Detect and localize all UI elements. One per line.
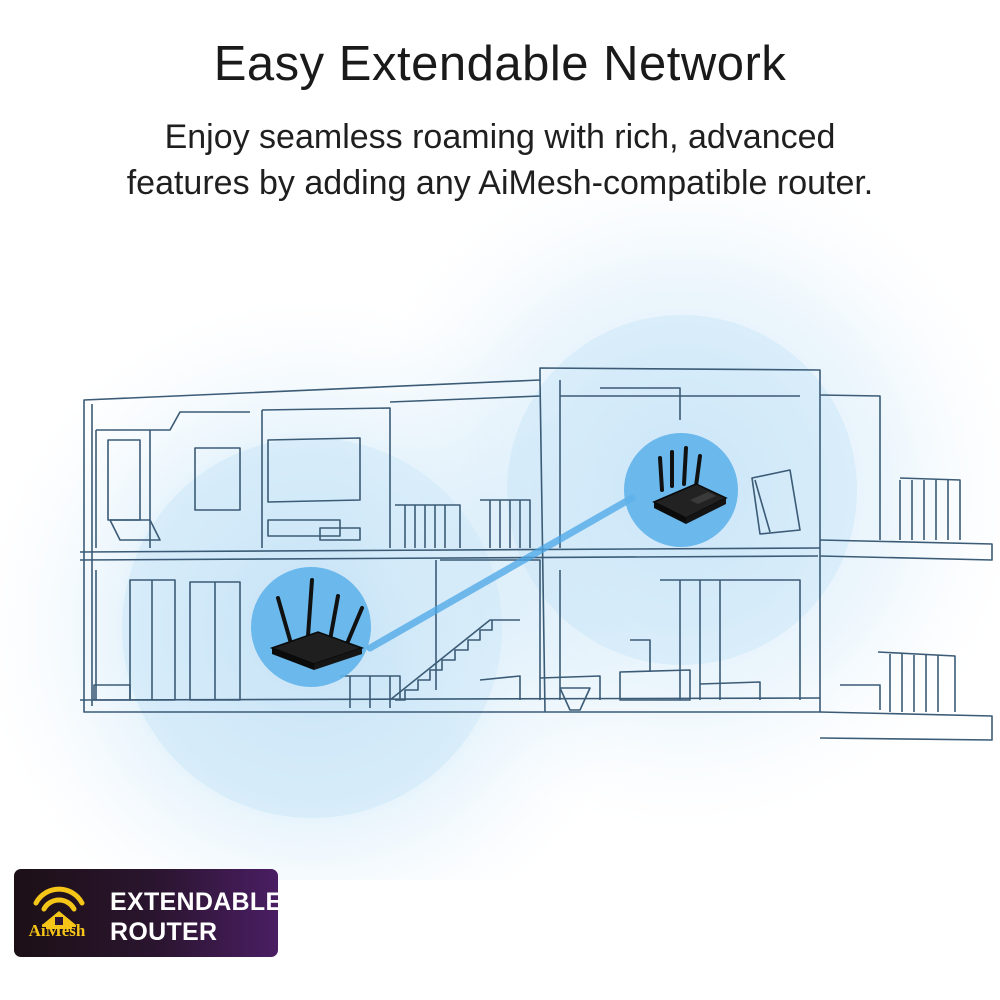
badge-label-line-1: EXTENDABLE bbox=[110, 888, 278, 916]
subheadline-line-1: Enjoy seamless roaming with rich, advanc… bbox=[164, 118, 836, 156]
wifi-house-icon bbox=[33, 886, 85, 929]
primary-router-bubble bbox=[251, 567, 371, 687]
house-network-illustration bbox=[0, 200, 1000, 880]
badge-label: EXTENDABLE ROUTER bbox=[110, 887, 278, 947]
extendable-router-badge: AiMesh EXTENDABLE ROUTER bbox=[14, 869, 278, 957]
router-icon bbox=[652, 446, 728, 524]
mesh-link-line bbox=[366, 494, 636, 652]
badge-label-line-2: ROUTER bbox=[110, 918, 218, 946]
subheadline-line-2: features by adding any AiMesh-compatible… bbox=[126, 164, 874, 202]
subheadline: Enjoy seamless roaming with rich, advanc… bbox=[0, 114, 1000, 206]
aimesh-logo-text: AiMesh bbox=[28, 921, 86, 940]
node-router-bubble bbox=[624, 433, 738, 547]
router-icon bbox=[269, 578, 365, 670]
headline: Easy Extendable Network bbox=[213, 37, 787, 91]
house-line-art bbox=[79, 367, 993, 741]
